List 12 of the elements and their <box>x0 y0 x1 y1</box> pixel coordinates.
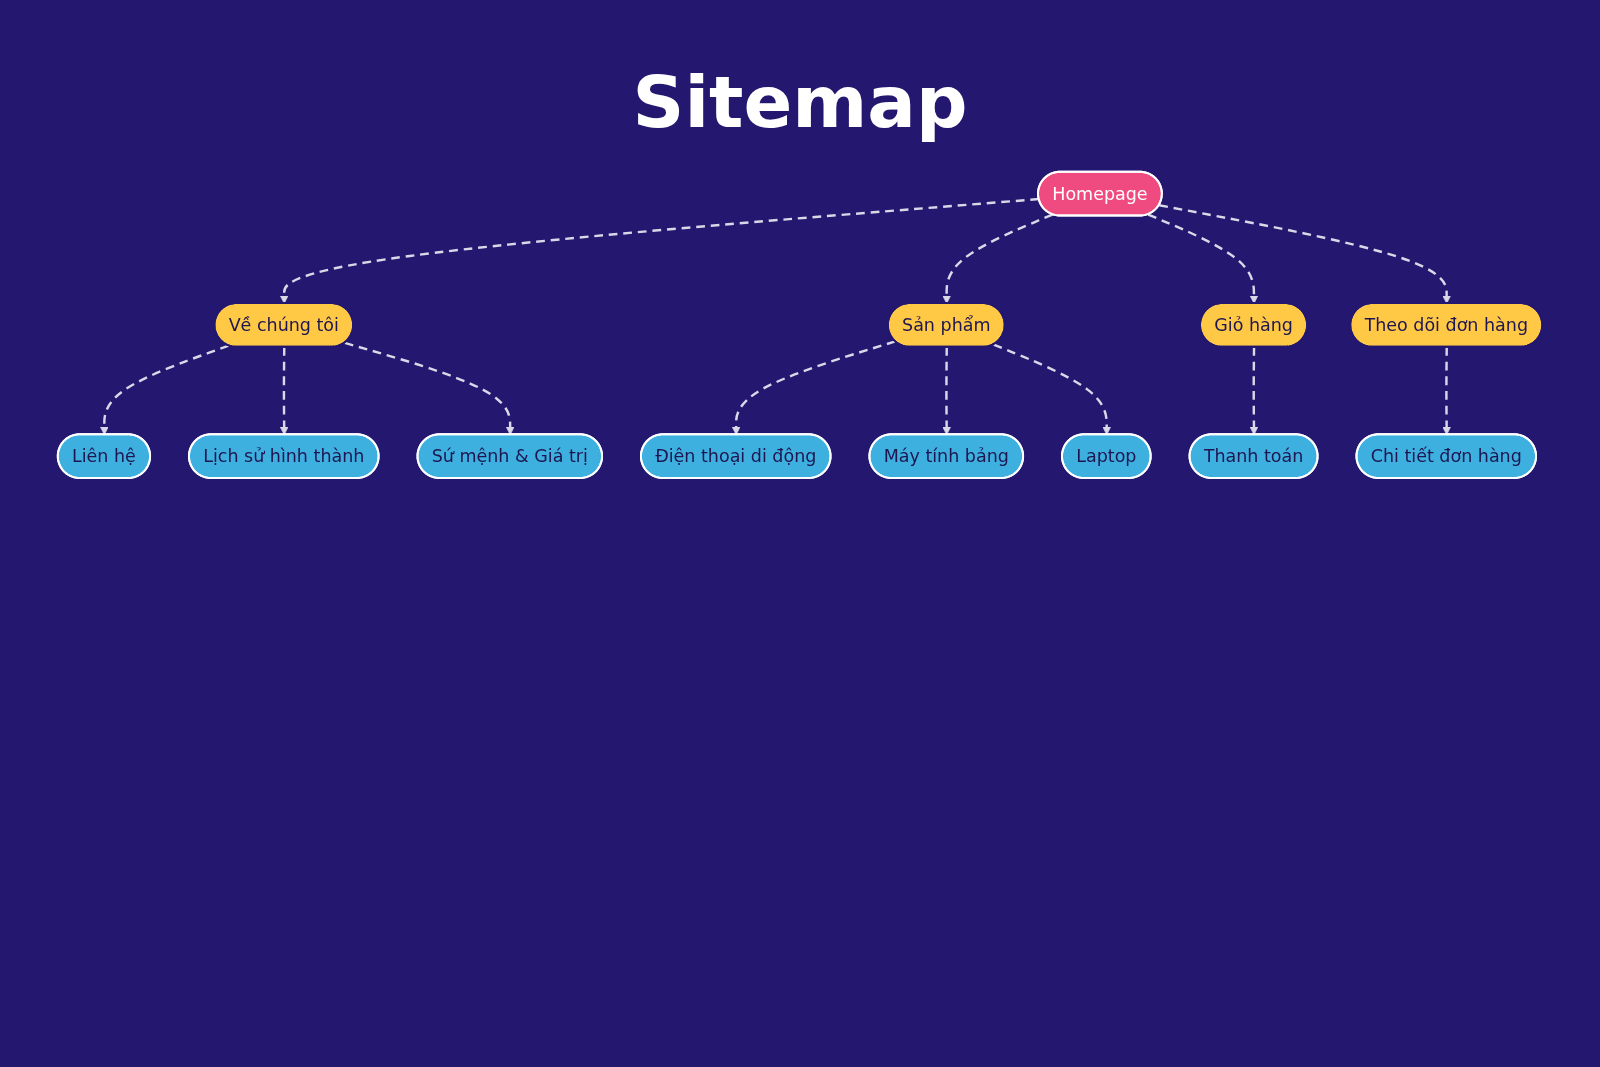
arrow <box>942 213 1054 304</box>
arrow <box>344 341 515 436</box>
arrow <box>1147 213 1259 304</box>
arrow <box>731 340 896 436</box>
arrow <box>1249 347 1259 436</box>
arrow <box>942 347 951 436</box>
arrow <box>993 343 1111 436</box>
arrow <box>100 344 230 436</box>
arrow <box>1159 204 1451 304</box>
title: Sitemap <box>632 60 968 144</box>
arrow <box>1442 347 1451 436</box>
arrow <box>279 347 289 436</box>
